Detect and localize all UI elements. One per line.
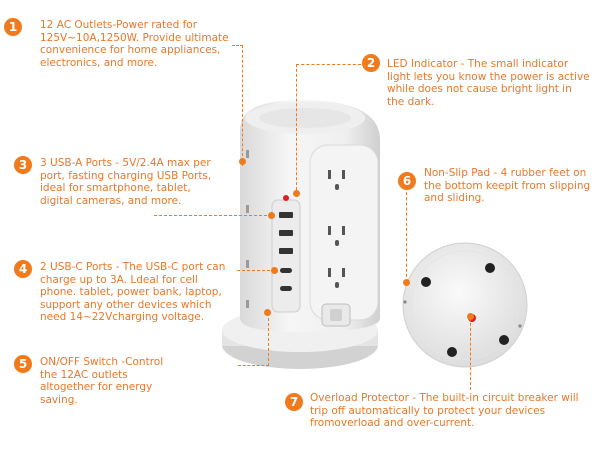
ac-outlets: [328, 170, 345, 288]
leader-line-3: [154, 215, 272, 217]
callout-on-off-switch: ON/OFF Switch -Control the 12AC outlets …: [40, 356, 164, 406]
callout-number-1: 1: [4, 18, 22, 36]
callout-number-2: 2: [362, 54, 380, 72]
callout-usb-c-ports: 2 USB-C Ports - The USB-C port can charg…: [40, 261, 226, 324]
callout-number-4: 4: [14, 260, 32, 278]
callout-usb-a-ports: 3 USB-A Ports - 5V/2.4A max per port, fa…: [40, 157, 212, 207]
callout-number-6: 6: [398, 172, 416, 190]
usb-ports: [279, 212, 293, 291]
bottom-view: [402, 242, 528, 368]
callout-number-7: 7: [285, 393, 303, 411]
leader-line-6: [406, 182, 408, 282]
leader-dot-3: [268, 212, 275, 219]
leader-dot-4: [271, 267, 278, 274]
callout-non-slip-pad: Non-Slip Pad - 4 rubber feet on the bott…: [424, 167, 591, 205]
leader-line-7: [470, 318, 472, 390]
leader-dot-2: [293, 190, 300, 197]
leader-dot-6: [403, 279, 410, 286]
callout-ac-outlets: 12 AC Outlets-Power rated for 125V~10A,1…: [40, 19, 229, 69]
tower-power-strip: [222, 100, 380, 369]
led-indicator: [283, 195, 289, 201]
leader-line-5: [238, 313, 269, 366]
callout-overload-protector: Overload Protector - The built-in circui…: [310, 392, 579, 430]
leader-line-1: [232, 45, 243, 166]
leader-dot-5: [264, 309, 271, 316]
leader-line-2: [296, 64, 361, 195]
callout-number-5: 5: [14, 355, 32, 373]
leader-dot-1: [239, 158, 246, 165]
leader-dot-7: [467, 313, 474, 320]
callout-led-indicator: LED Indicator - The small indicator ligh…: [387, 58, 590, 108]
callout-number-3: 3: [14, 156, 32, 174]
leader-line-4: [237, 270, 275, 272]
